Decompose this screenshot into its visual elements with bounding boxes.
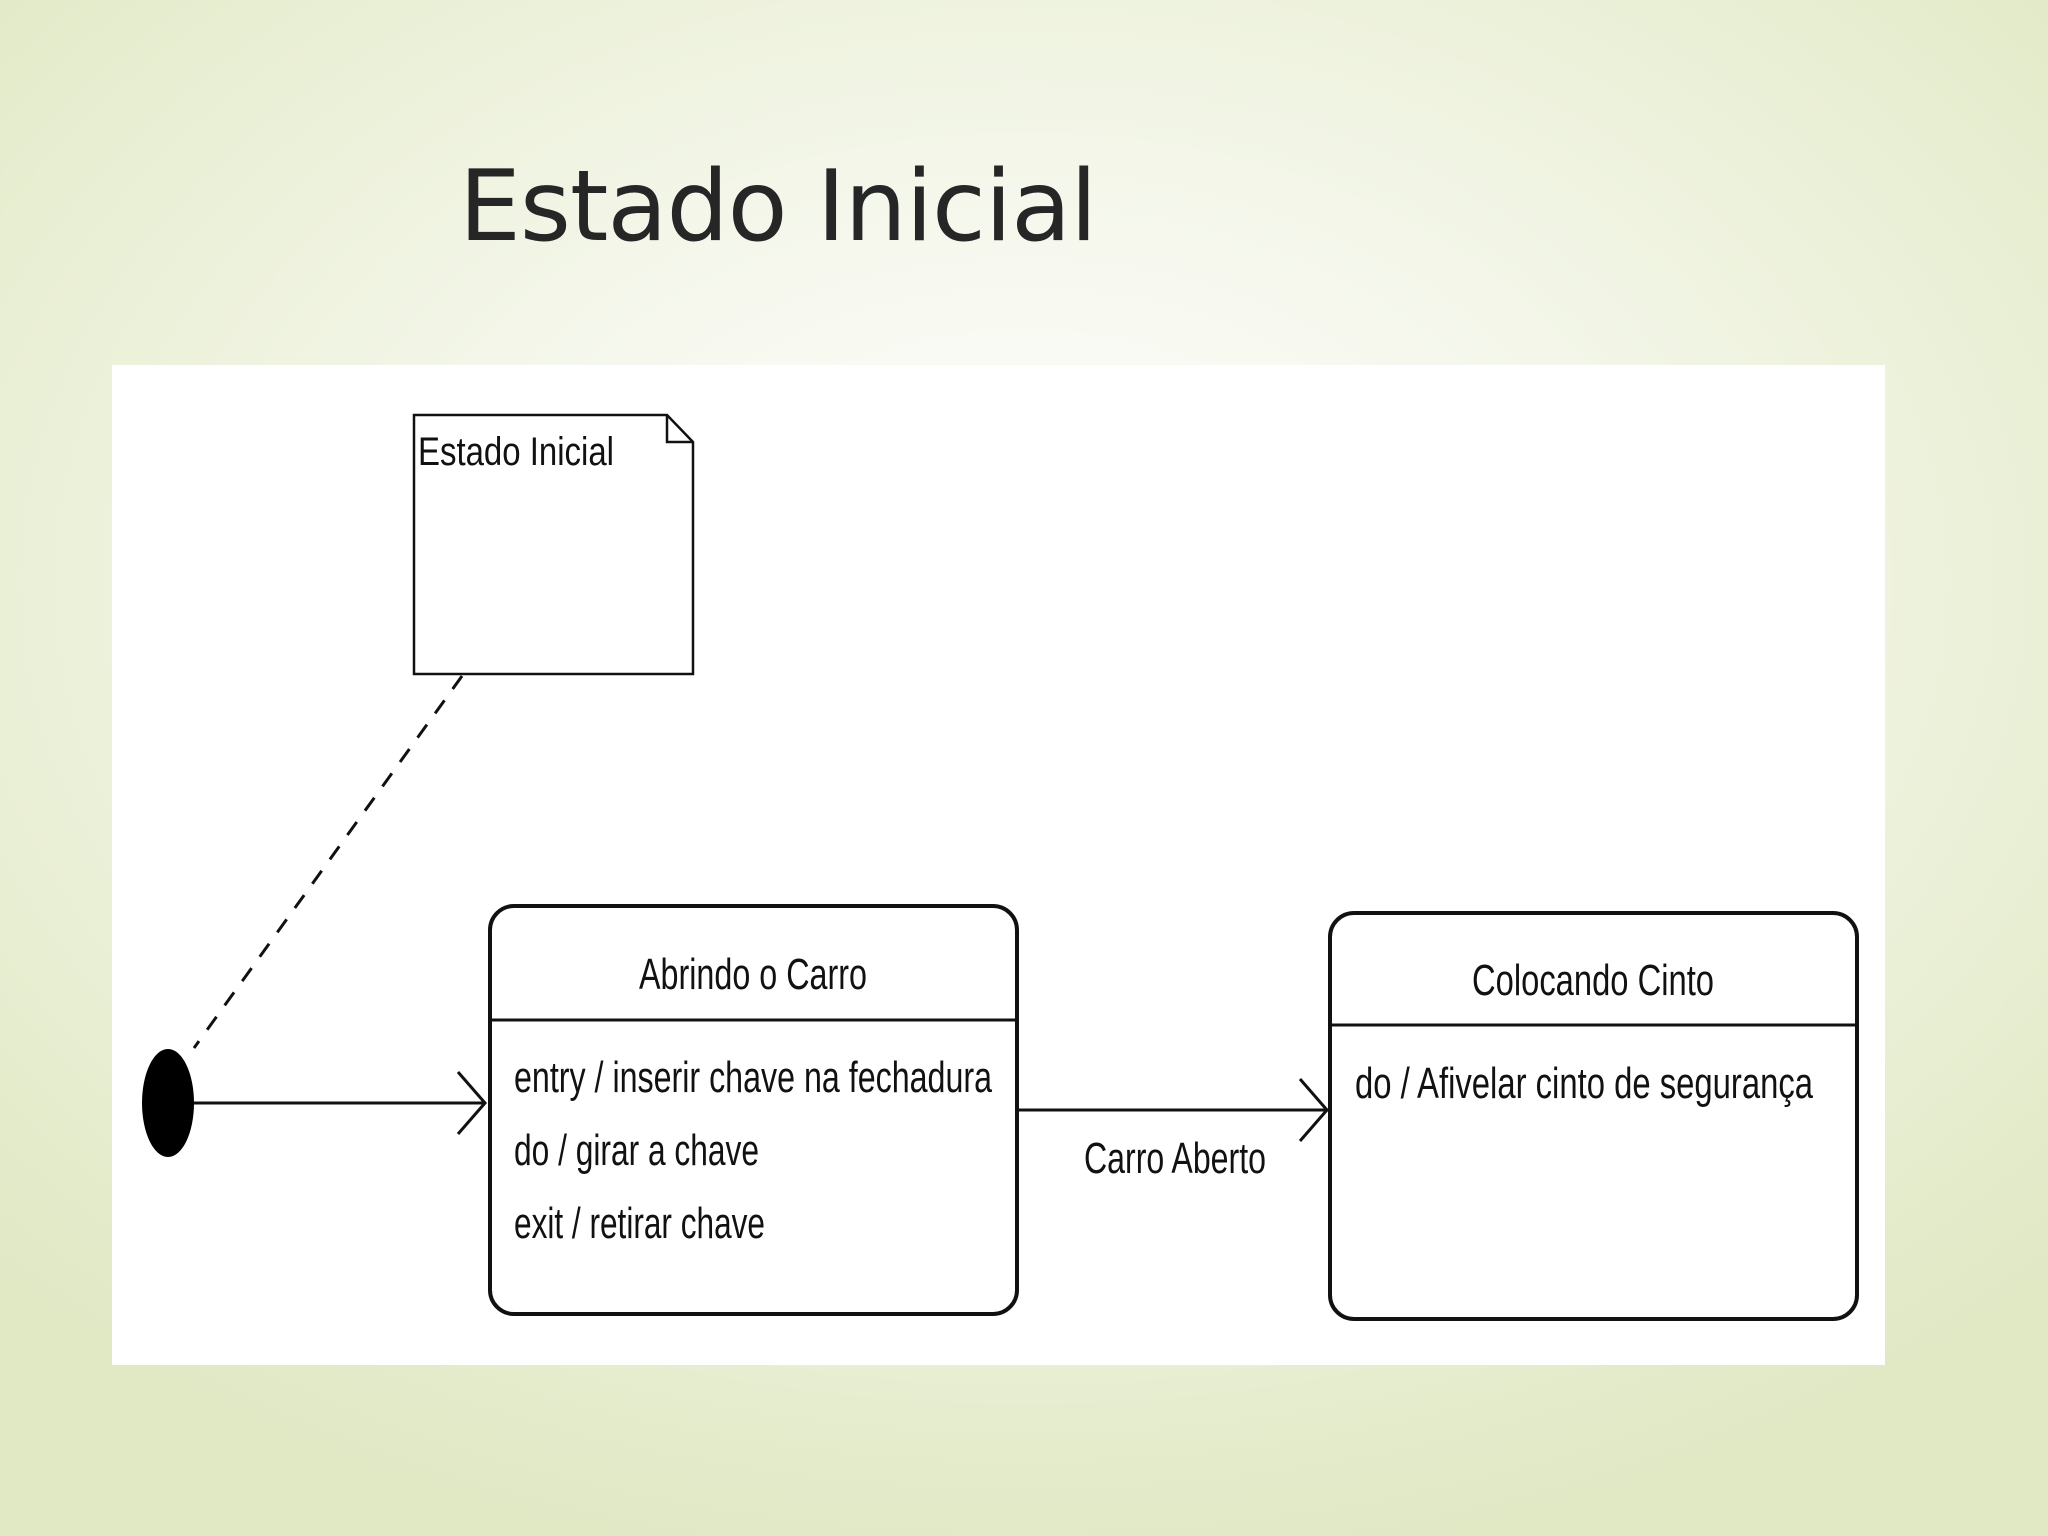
arrowhead — [456, 1071, 487, 1135]
note-shape — [412, 413, 695, 676]
transition-initial[interactable] — [194, 1071, 487, 1135]
arrowhead — [1298, 1078, 1329, 1142]
transition-label: Carro Aberto — [1084, 1134, 1266, 1183]
note[interactable]: Estado Inicial — [412, 413, 695, 676]
note-fold — [665, 415, 693, 444]
state-diagram: Estado Inicial Abrindo o Carro entry / i… — [142, 413, 1859, 1321]
state-name: Colocando Cinto — [1472, 956, 1714, 1005]
state-abrindo-o-carro[interactable]: Abrindo o Carro entry / inserir chave na… — [488, 904, 1019, 1316]
state-box — [488, 904, 1019, 1316]
state-action: exit / retirar chave — [514, 1199, 765, 1248]
initial-state-marker[interactable] — [142, 1049, 194, 1157]
note-text: Estado Inicial — [418, 430, 614, 474]
state-box — [1328, 911, 1859, 1321]
state-action: do / girar a chave — [514, 1126, 759, 1175]
state-action: do / Afivelar cinto de segurança — [1355, 1059, 1813, 1108]
transition-carro-aberto[interactable]: Carro Aberto — [1019, 1078, 1329, 1183]
diagram-panel: Estado Inicial Abrindo o Carro entry / i… — [112, 365, 1885, 1365]
note-anchor-line — [192, 675, 464, 1049]
state-colocando-cinto[interactable]: Colocando Cinto do / Afivelar cinto de s… — [1328, 911, 1859, 1321]
state-name: Abrindo o Carro — [639, 950, 867, 999]
state-action: entry / inserir chave na fechadura — [514, 1053, 992, 1102]
slide-title: Estado Inicial — [459, 150, 1097, 264]
